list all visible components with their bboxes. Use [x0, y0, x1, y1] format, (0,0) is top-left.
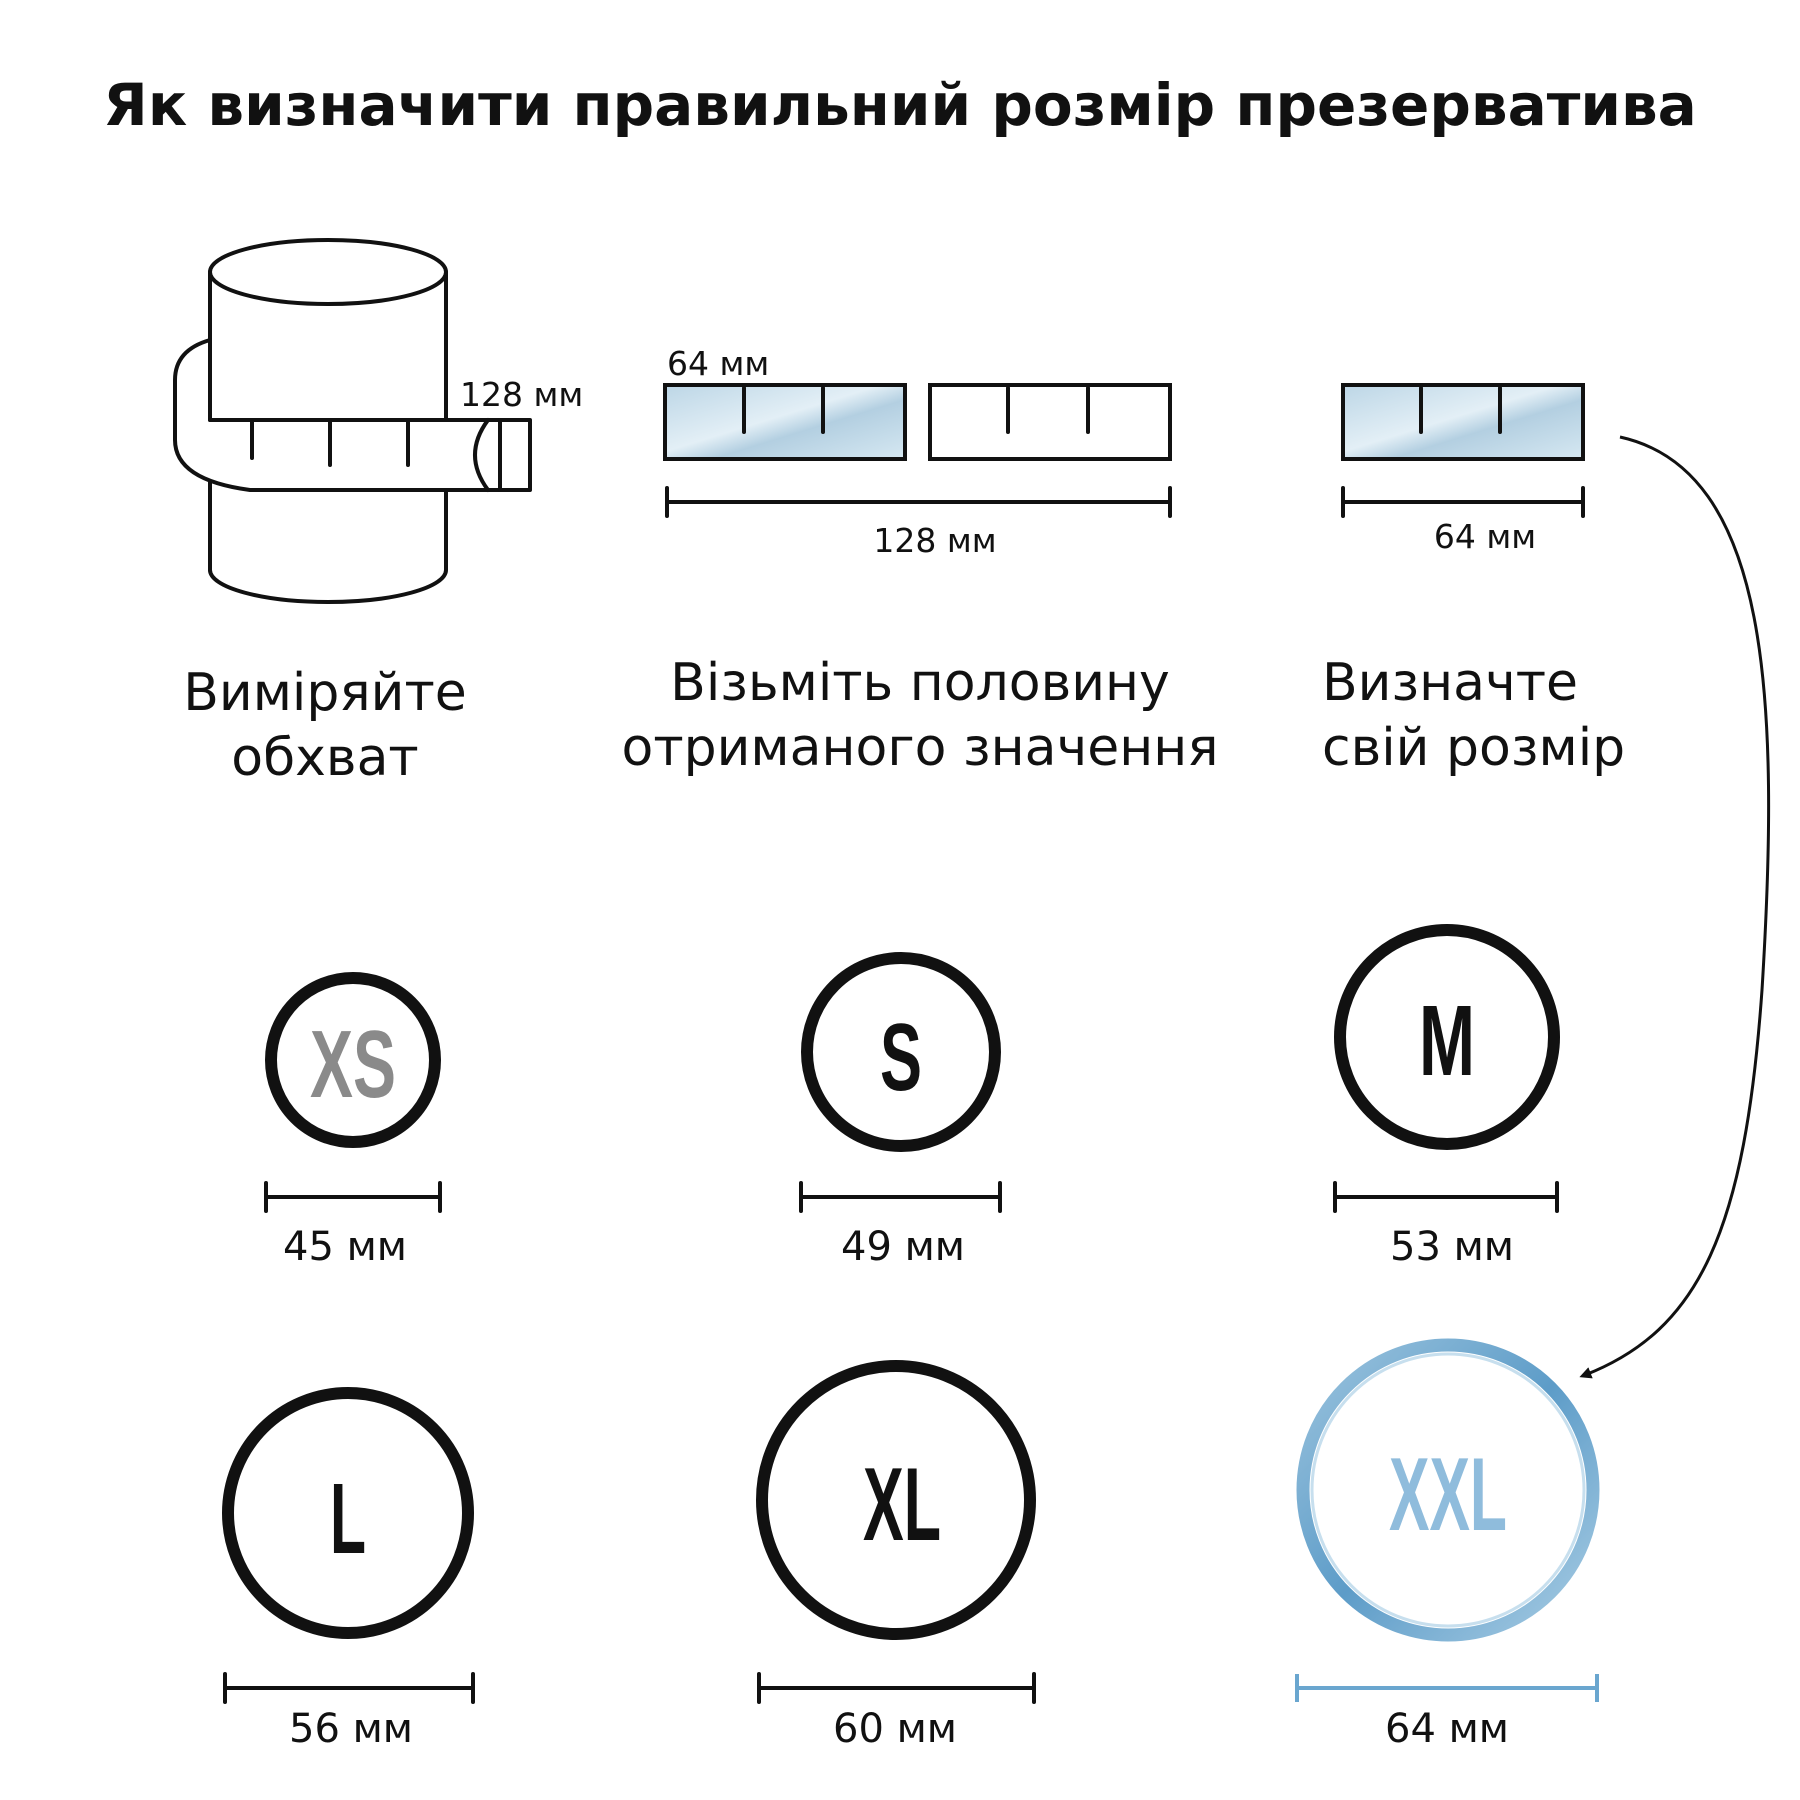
- half-label: 64 мм: [667, 344, 769, 383]
- size-s: S 49 мм: [799, 952, 1002, 1270]
- size-xs: XS 45 мм: [264, 972, 442, 1270]
- total-length-label: 128 мм: [873, 521, 996, 560]
- size-value-m: 53 мм: [1390, 1224, 1514, 1270]
- size-value-xxl: 64 мм: [1385, 1706, 1509, 1752]
- step-2-line-2: отриманого значення: [622, 718, 1219, 778]
- size-label-xs: XS: [310, 1011, 396, 1118]
- size-label-m: M: [1419, 985, 1475, 1097]
- step-3-line-1: Визначте: [1322, 653, 1578, 713]
- size-value-s: 49 мм: [841, 1224, 965, 1270]
- size-value-xl: 60 мм: [833, 1706, 957, 1752]
- size-label-l: L: [330, 1463, 366, 1575]
- size-xl: XL 60 мм: [756, 1360, 1036, 1752]
- size-value-xs: 45 мм: [283, 1224, 407, 1270]
- size-label-xxl: XXL: [1389, 1437, 1507, 1553]
- size-xxl-highlighted: XXL 64 мм: [1295, 1338, 1600, 1752]
- size-label-xl: XL: [863, 1447, 941, 1563]
- circumference-label: 128 мм: [460, 375, 583, 414]
- curved-arrow-icon: [1579, 435, 1771, 1379]
- size-l: L 56 мм: [222, 1387, 475, 1752]
- step-3-line-2: свій розмір: [1322, 718, 1625, 778]
- half-measure-illustration: [663, 383, 1172, 518]
- step-2-line-1: Візьміть половину: [670, 653, 1170, 713]
- step-1-line-2: обхват: [231, 728, 418, 788]
- size-m: M 53 мм: [1333, 924, 1560, 1270]
- step-1-line-1: Виміряйте: [183, 663, 467, 723]
- size-value-l: 56 мм: [289, 1706, 413, 1752]
- cylinder-tape-illustration: [173, 238, 532, 604]
- page-title: Як визначити правильний розмір презерват…: [103, 71, 1697, 139]
- size-label-s: S: [880, 1004, 922, 1111]
- result-length-label: 64 мм: [1434, 517, 1536, 556]
- single-measure-illustration: [1341, 383, 1585, 518]
